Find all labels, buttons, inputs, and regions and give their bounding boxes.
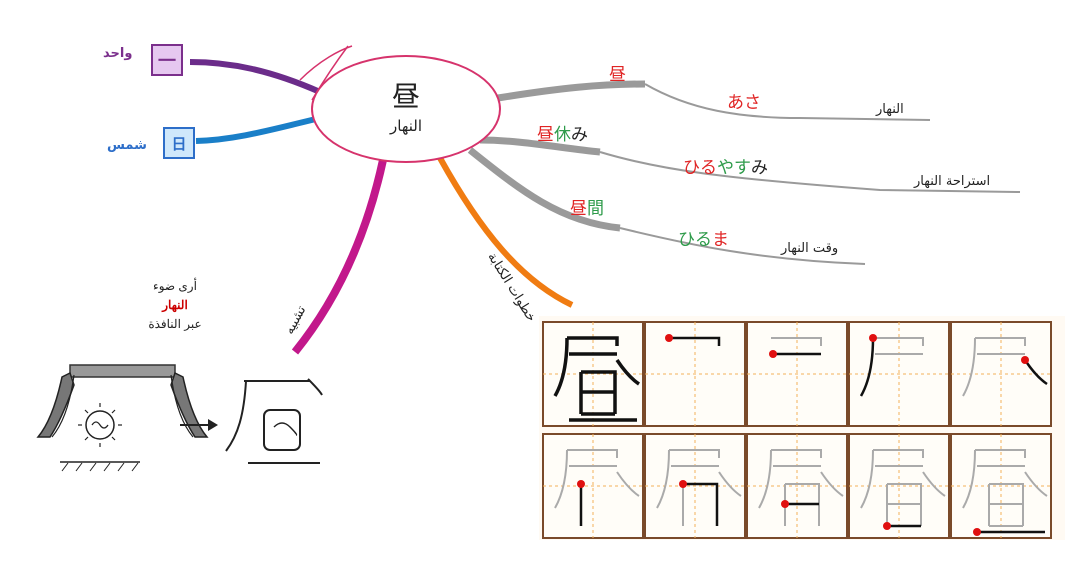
stroke-start-dot (883, 522, 891, 530)
stroke-order-drawing (542, 321, 1052, 539)
vocab-3-meaning: وقت النهار (781, 241, 839, 256)
branch-right-3 (467, 147, 621, 232)
center-node: 昼 النهار (311, 55, 501, 163)
stroke-start-dot (869, 334, 877, 342)
vocab-1-word: 昼 (609, 65, 626, 85)
analogy-line-2: النهار (162, 298, 188, 312)
arrow-right-icon (180, 419, 218, 431)
branch-analogy (291, 159, 387, 355)
analogy-text: أرى ضوء النهار عبر النافذة (140, 277, 210, 334)
stroke-start-dot (769, 350, 777, 358)
analogy-illustration (36, 364, 323, 472)
stroke-cell-6 (644, 433, 746, 539)
component-one-label: واحد (103, 46, 133, 61)
stroke-start-dot (679, 480, 687, 488)
center-meaning: النهار (390, 117, 422, 135)
center-kanji: 昼 (391, 80, 420, 113)
vocab-3-word: 昼間 (570, 199, 604, 219)
stroke-start-dot (665, 334, 673, 342)
component-sun-glyph: 日 (171, 134, 187, 153)
vocab-1-reading: あさ (727, 93, 761, 113)
stroke-start-dot (577, 480, 585, 488)
branch-right-2 (479, 136, 601, 156)
stroke-cell-8 (848, 433, 950, 539)
branch-sun (195, 115, 321, 144)
vocab-2-word: 昼休み (537, 125, 588, 145)
analogy-line-1: أرى ضوء (153, 279, 197, 293)
component-sun-icon: 日 (163, 127, 195, 159)
vocab-3-reading: ひるま (678, 230, 729, 250)
sun-icon (85, 410, 115, 440)
branch-right-1 (497, 80, 646, 102)
component-one-glyph: 一 (158, 51, 176, 72)
stroke-cell-5 (542, 433, 644, 539)
stroke-cell-7 (746, 433, 848, 539)
stroke-cell-2 (746, 321, 848, 427)
analogy-line-3: عبر النافذة (148, 317, 202, 331)
stroke-cell-4 (950, 321, 1052, 427)
component-one-icon: 一 (151, 44, 183, 76)
stroke-start-dot (781, 500, 789, 508)
stroke-start-dot (1021, 356, 1029, 364)
vocab-2-reading: ひるやすみ (683, 158, 768, 178)
component-sun-label: شمس (107, 138, 147, 153)
stroke-cell-3 (848, 321, 950, 427)
vocab-2-meaning: استراحة النهار (914, 174, 991, 189)
stroke-cell-full (542, 321, 644, 427)
vocab-1-meaning: النهار (876, 102, 904, 117)
stroke-cell-1 (644, 321, 746, 427)
branch-writing (437, 156, 574, 308)
stroke-order-grid (539, 316, 1065, 540)
branch-one (189, 59, 322, 95)
stroke-start-dot (973, 528, 981, 536)
stroke-cell-9 (950, 433, 1052, 539)
